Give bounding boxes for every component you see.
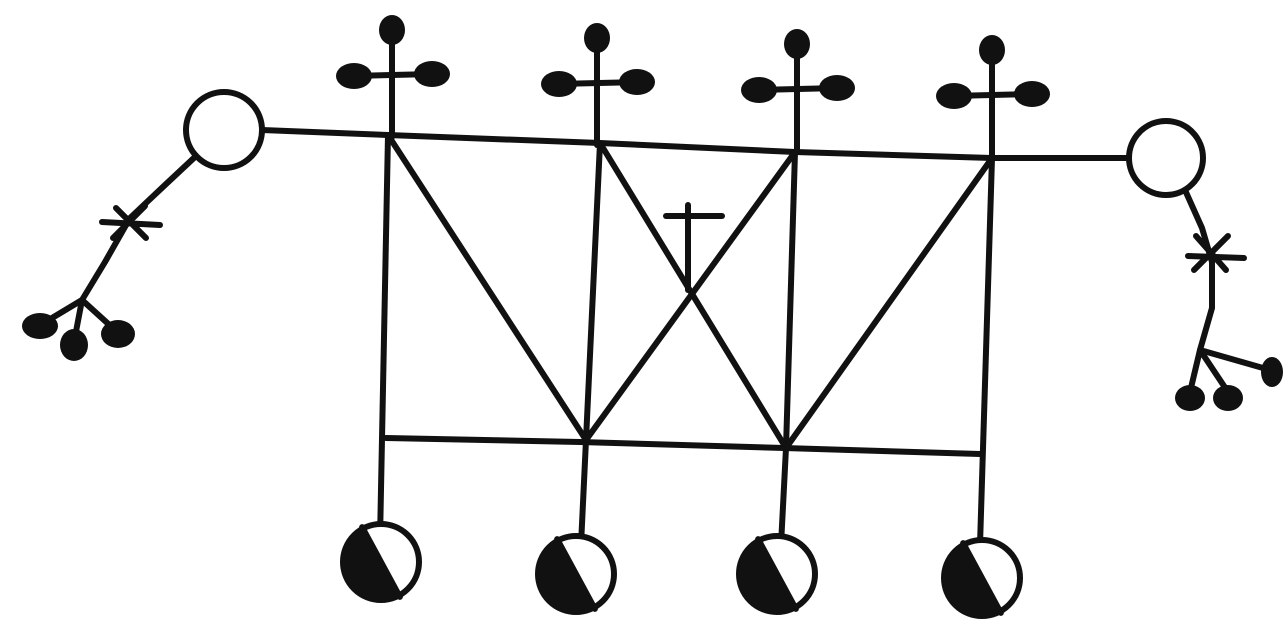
top-cross-knob (619, 69, 655, 95)
right-branch-star (1188, 236, 1244, 270)
right-end-ring (1129, 121, 1203, 195)
top-cross-knob (379, 15, 405, 45)
top-cross-knob (741, 77, 777, 103)
top-cross-knob (414, 61, 450, 87)
post-2-line (581, 143, 600, 545)
left-branch-bud-2 (60, 329, 88, 361)
post-1-line (380, 135, 388, 540)
top-cross-knob (979, 35, 1005, 65)
right-end (1129, 121, 1283, 411)
diagonal-3-line (586, 152, 795, 440)
diagonal-4-line (786, 158, 992, 448)
top-cross-knob (1014, 81, 1050, 107)
left-branch-bud-1 (22, 313, 58, 339)
top-cross-1 (336, 15, 450, 137)
main-frame (262, 130, 1126, 545)
right-branch-bud-2 (1213, 385, 1243, 411)
bottom-disk-2 (536, 536, 614, 614)
left-branch-star (102, 206, 160, 238)
top-cross-knob (336, 63, 372, 89)
left-end (22, 92, 262, 361)
top-cross-4 (936, 35, 1050, 157)
post-4-line (980, 158, 992, 545)
left-branch-bud-3 (101, 320, 135, 348)
bottom-rail-line (386, 438, 980, 454)
top-cross-knob (819, 75, 855, 101)
right-branch-bud-3 (1261, 357, 1283, 387)
bottom-disk-4 (942, 540, 1020, 618)
bottom-disk-3 (737, 536, 815, 614)
top-cross-knob (584, 23, 610, 53)
bottom-disks (341, 524, 1020, 618)
center-cross (666, 205, 722, 290)
top-cross-knob (541, 71, 577, 97)
bottom-disk-1 (341, 524, 419, 602)
right-branch-bud-1 (1175, 385, 1205, 411)
right-branch-stem (1185, 190, 1212, 350)
top-cross-knob (936, 83, 972, 109)
top-cross-3 (741, 29, 855, 151)
diagonal-1-line (388, 135, 586, 440)
top-cross-2 (541, 23, 655, 145)
post-3-line (781, 152, 795, 545)
top-cross-knob (784, 29, 810, 59)
